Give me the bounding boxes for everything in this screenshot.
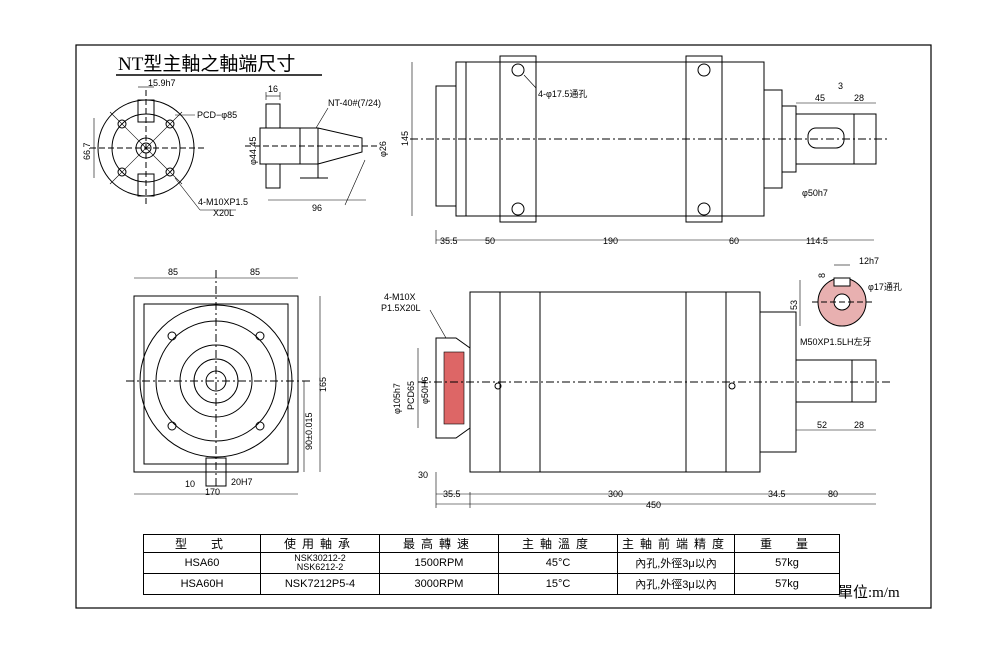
cell-model: HSA60H	[143, 573, 261, 595]
dim-w2: 85	[250, 267, 260, 277]
dim-s2: 45	[815, 93, 825, 103]
dim-h1: 165	[318, 377, 328, 392]
dim-bottom: 170	[205, 487, 220, 497]
header-weight: 重 量	[734, 534, 840, 553]
label-bolt-bottom: 4-M10X	[384, 292, 416, 302]
unit-label: 單位:m/m	[838, 585, 900, 601]
dim-pcd65: PCD65	[406, 381, 416, 410]
cell-precision: 內孔,外徑3μ以內	[617, 552, 735, 574]
dim-taper-96: 96	[312, 203, 322, 213]
drawing-title: NT型主軸之軸端尺寸	[118, 53, 295, 75]
dim-taper-4445: φ44.45	[248, 137, 258, 165]
label-pcd: PCD−φ85	[197, 110, 237, 120]
label-taper: NT-40#(7/24)	[328, 98, 381, 108]
drawing-frame	[75, 44, 932, 609]
dim-b5: 114.5	[806, 236, 828, 246]
dim-b2: 50	[485, 236, 495, 246]
cell-precision: 內孔,外徑3μ以內	[617, 573, 735, 595]
dim-shaft-50h7: φ50h7	[802, 188, 828, 198]
cell-weight: 57kg	[734, 552, 840, 574]
dim-section-height: 53	[789, 300, 799, 310]
cell-speed: 1500RPM	[379, 552, 499, 574]
header-bearing: 使用軸承	[260, 534, 380, 553]
front-flange-view	[90, 86, 236, 211]
dim-bottom-s1: 52	[817, 420, 827, 430]
cell-bearing: NSK7212P5-4	[260, 573, 380, 595]
dim-bottom-b1: 30	[418, 470, 428, 480]
dim-taper-26: φ26	[378, 141, 388, 157]
table-header-row: 型 式 使用軸承 最高轉速 主軸溫度 主軸前端精度 重 量	[143, 534, 840, 553]
cell-speed: 3000RPM	[379, 573, 499, 595]
dim-section-depth: 8	[817, 273, 827, 278]
side-view-bottom	[417, 291, 890, 508]
dim-section-key: 12h7	[859, 256, 879, 266]
cell-temp: 45°C	[498, 552, 618, 574]
dim-height-667: 66.7	[82, 142, 92, 160]
label-bolt-depth: X20L	[213, 208, 234, 218]
dim-b3: 190	[603, 236, 618, 246]
dim-taper-16: 16	[268, 84, 278, 94]
header-precision: 主軸前端精度	[617, 534, 735, 553]
dim-b1: 35.5	[440, 236, 458, 246]
dim-keyway: 15.9h7	[148, 78, 176, 88]
table-row: HSA60H NSK7212P5-4 3000RPM 15°C 內孔,外徑3μ以…	[143, 573, 840, 595]
cell-bearing-1: NSK30212-2	[294, 553, 346, 563]
cell-temp: 15°C	[498, 573, 618, 595]
dim-h2: 90±0.015	[304, 413, 314, 450]
dim-w1: 85	[168, 267, 178, 277]
spec-table: 型 式 使用軸承 最高轉速 主軸溫度 主軸前端精度 重 量 HSA60 NSK3…	[143, 534, 840, 595]
dim-key-w: 20H7	[231, 477, 253, 487]
dim-s1: 3	[838, 81, 843, 91]
dim-bottom-b2: 35.5	[443, 489, 461, 499]
dim-bottom-b4: 34.5	[768, 489, 786, 499]
label-bolt-depth-bottom: P1.5X20L	[381, 303, 421, 313]
dim-key-t: 10	[185, 479, 195, 489]
header-speed: 最高轉速	[379, 534, 499, 553]
header-model: 型 式	[143, 534, 261, 553]
label-thru-hole: 4-φ17.5通孔	[538, 89, 587, 99]
label-thread: M50XP1.5LH左牙	[800, 336, 872, 347]
dim-b4: 60	[729, 236, 739, 246]
dim-d50h6: φ50H6	[420, 377, 430, 404]
dim-s3: 28	[854, 93, 864, 103]
cell-bearing-2: NSK6212-2	[296, 562, 344, 572]
dim-bottom-b3: 300	[608, 489, 623, 499]
taper-view	[245, 92, 378, 206]
cell-weight: 57kg	[734, 573, 840, 595]
square-flange-view	[126, 270, 321, 495]
cell-model: HSA60	[143, 552, 261, 574]
label-bolt: 4-M10XP1.5	[198, 197, 248, 207]
side-view-top	[410, 55, 890, 244]
dim-height-145: 145	[400, 131, 410, 146]
dim-bottom-b5: 80	[828, 489, 838, 499]
dim-bottom-total: 450	[646, 500, 661, 510]
dim-bottom-s2: 28	[854, 420, 864, 430]
label-section-hole: φ17通孔	[868, 282, 902, 292]
header-temp: 主軸溫度	[498, 534, 618, 553]
dim-d105: φ105h7	[392, 383, 402, 414]
section-view	[799, 264, 872, 327]
